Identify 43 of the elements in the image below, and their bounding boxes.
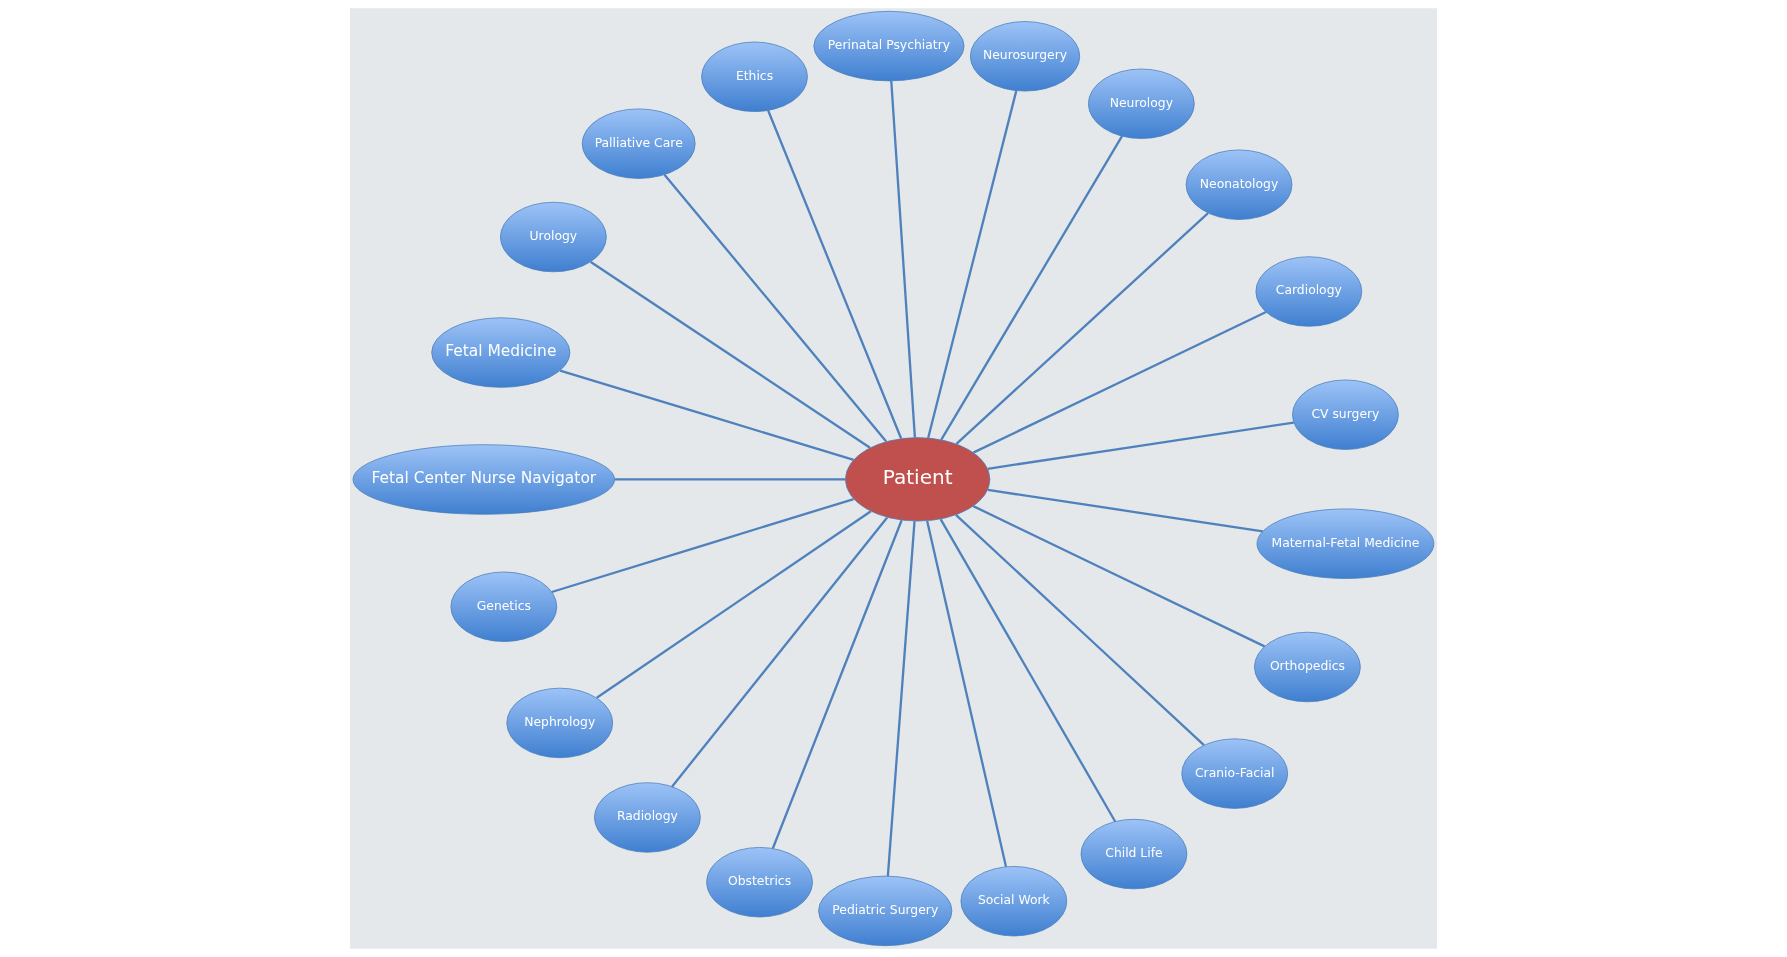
node-ellipse: Perinatal Psychiatry [813, 10, 965, 82]
connector [590, 260, 871, 449]
connector [940, 135, 1123, 441]
connector [671, 516, 889, 788]
connector [886, 521, 916, 877]
connector [927, 90, 1018, 439]
connector [972, 311, 1267, 454]
node-ellipse: Cranio-Facial [1181, 738, 1289, 809]
connector [926, 520, 1008, 868]
connector [972, 505, 1266, 648]
node-ellipse: CV surgery [1292, 379, 1399, 450]
node-ellipse: Fetal Medicine [431, 317, 571, 388]
node-ellipse: Obstetrics [706, 847, 813, 918]
connector [551, 497, 855, 594]
connector [663, 173, 888, 443]
node-ellipse: Fetal Center Nurse Navigator [352, 444, 615, 515]
node-ellipse: Neurosurgery [970, 21, 1081, 92]
connector [955, 212, 1209, 445]
connector [987, 421, 1294, 470]
node-ellipse: Cardiology [1255, 256, 1363, 327]
node-ellipse: Maternal-Fetal Medicine [1256, 508, 1435, 579]
node-ellipse: Child Life [1080, 818, 1188, 890]
connector [596, 510, 872, 699]
connector [767, 110, 903, 439]
node-ellipse: Genetics [450, 571, 558, 642]
connector [939, 518, 1117, 823]
connector [771, 519, 903, 849]
node-ellipse: Nephrology [506, 687, 614, 759]
node-ellipse: Pediatric Surgery [818, 875, 953, 947]
node-ellipse: Neonatology [1185, 149, 1293, 220]
node-ellipse: Palliative Care [581, 108, 696, 179]
connector [559, 369, 854, 461]
node-ellipse: Ethics [701, 41, 808, 112]
connector [614, 478, 846, 481]
connector [955, 514, 1205, 746]
node-ellipse: Urology [500, 201, 607, 273]
connector [890, 80, 917, 438]
node-ellipse: Orthopedics [1254, 631, 1361, 703]
node-ellipse: Social Work [960, 866, 1068, 937]
connector [987, 488, 1263, 533]
node-ellipse: Patient [845, 437, 991, 522]
node-ellipse: Radiology [594, 782, 701, 853]
node-ellipse: Neurology [1088, 68, 1195, 139]
